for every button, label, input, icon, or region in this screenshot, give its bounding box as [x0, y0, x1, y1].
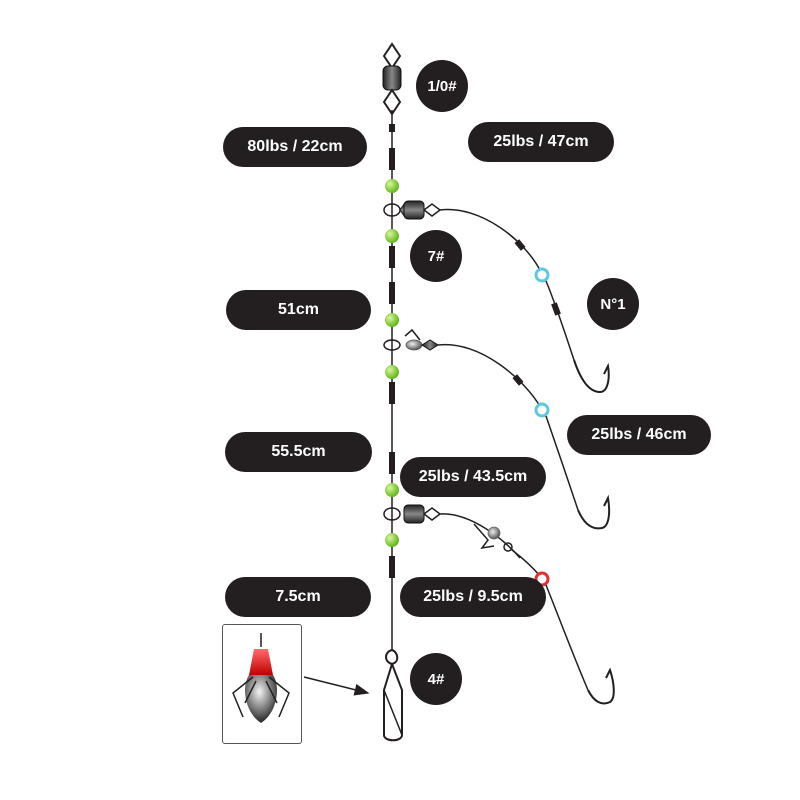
spacing-1-label: 51cm — [226, 290, 371, 330]
fishing-hook-icon — [577, 494, 611, 530]
snood-short-label: 25lbs / 9.5cm — [400, 577, 546, 617]
spacing-3-label: 7.5cm — [225, 577, 371, 617]
spacing-2-label: 55.5cm — [225, 432, 372, 472]
snap-clip-icon — [383, 649, 403, 742]
hook-number-label: N°1 — [587, 278, 639, 330]
swivel-size-mid-label: 7# — [410, 230, 462, 282]
snood-mid-label: 25lbs / 46cm — [567, 415, 711, 455]
clip-size-label: 4# — [410, 653, 462, 705]
bead-icon — [385, 179, 399, 547]
arrow-icon — [303, 676, 370, 696]
lead-weight-icon — [232, 633, 290, 723]
fishing-hook-icon — [573, 359, 610, 394]
swivel-size-top-label: 1/0# — [416, 60, 468, 112]
fishing-hook-icon — [587, 667, 615, 705]
dropper-2 — [383, 328, 611, 530]
mainline-top-label: 80lbs / 22cm — [223, 127, 367, 167]
snood-lower-label: 25lbs / 43.5cm — [400, 457, 546, 497]
dropper-1 — [383, 200, 610, 394]
lead-weight-inset — [222, 624, 302, 744]
crimp-sleeve-icon — [389, 124, 395, 578]
snood-top-label: 25lbs / 47cm — [468, 122, 614, 162]
rolling-swivel-icon — [382, 42, 402, 116]
dropper-3 — [383, 504, 615, 705]
